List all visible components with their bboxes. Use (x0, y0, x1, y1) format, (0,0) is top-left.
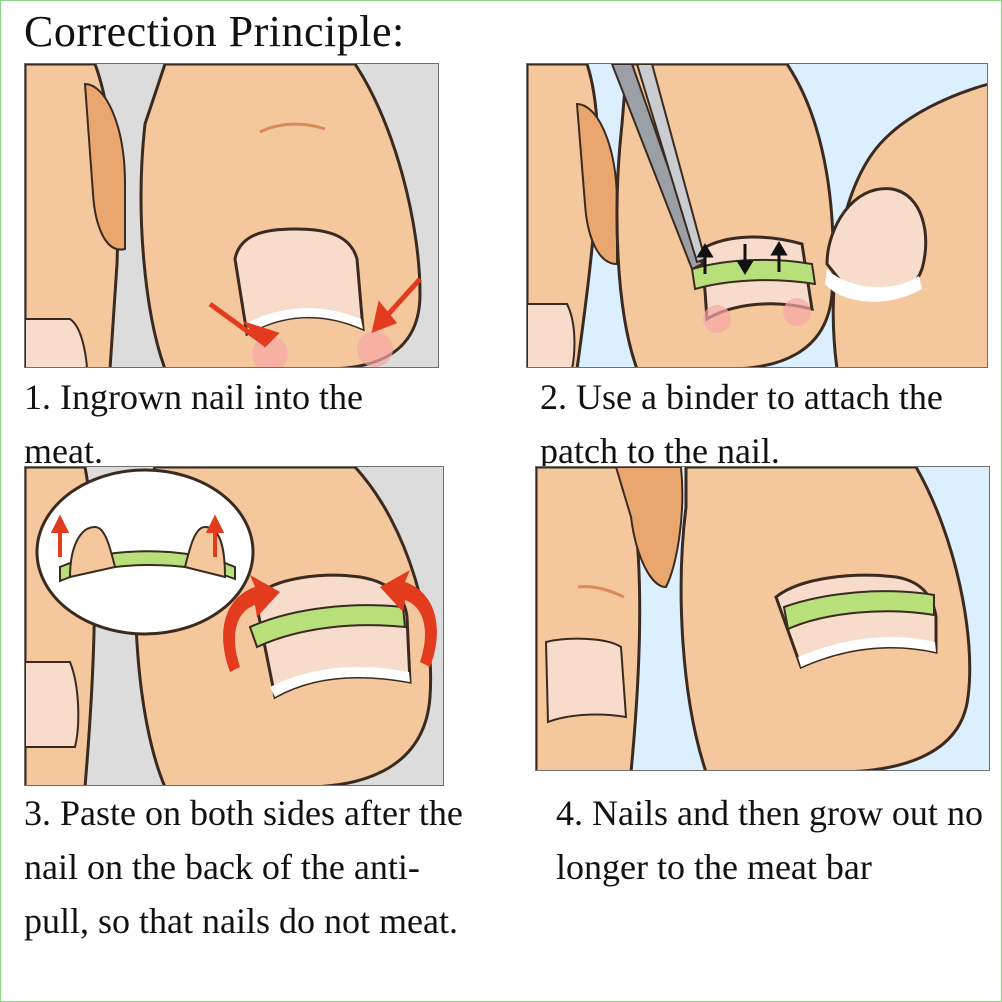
arrow-right-icon (371, 277, 422, 334)
step-1-caption: 1. Ingrown nail into the meat. (24, 377, 363, 471)
step-4-caption: 4. Nails and then grow out no longer to … (556, 793, 983, 887)
step-1-illustration (24, 63, 439, 368)
push-arrows-icon (696, 241, 788, 275)
step-3-caption: 3. Paste on both sides after the nail on… (24, 793, 463, 941)
curved-arrow-right-icon (380, 570, 437, 667)
arrow-left-icon (208, 301, 280, 348)
page-title: Correction Principle: (24, 7, 405, 56)
step-2-caption: 2. Use a binder to attach the patch to t… (540, 377, 943, 471)
step-4-illustration (535, 466, 990, 771)
step-2-illustration (526, 63, 988, 368)
step-3-illustration (24, 466, 444, 786)
curved-arrow-left-icon (223, 575, 280, 672)
inset-detail (35, 468, 255, 636)
